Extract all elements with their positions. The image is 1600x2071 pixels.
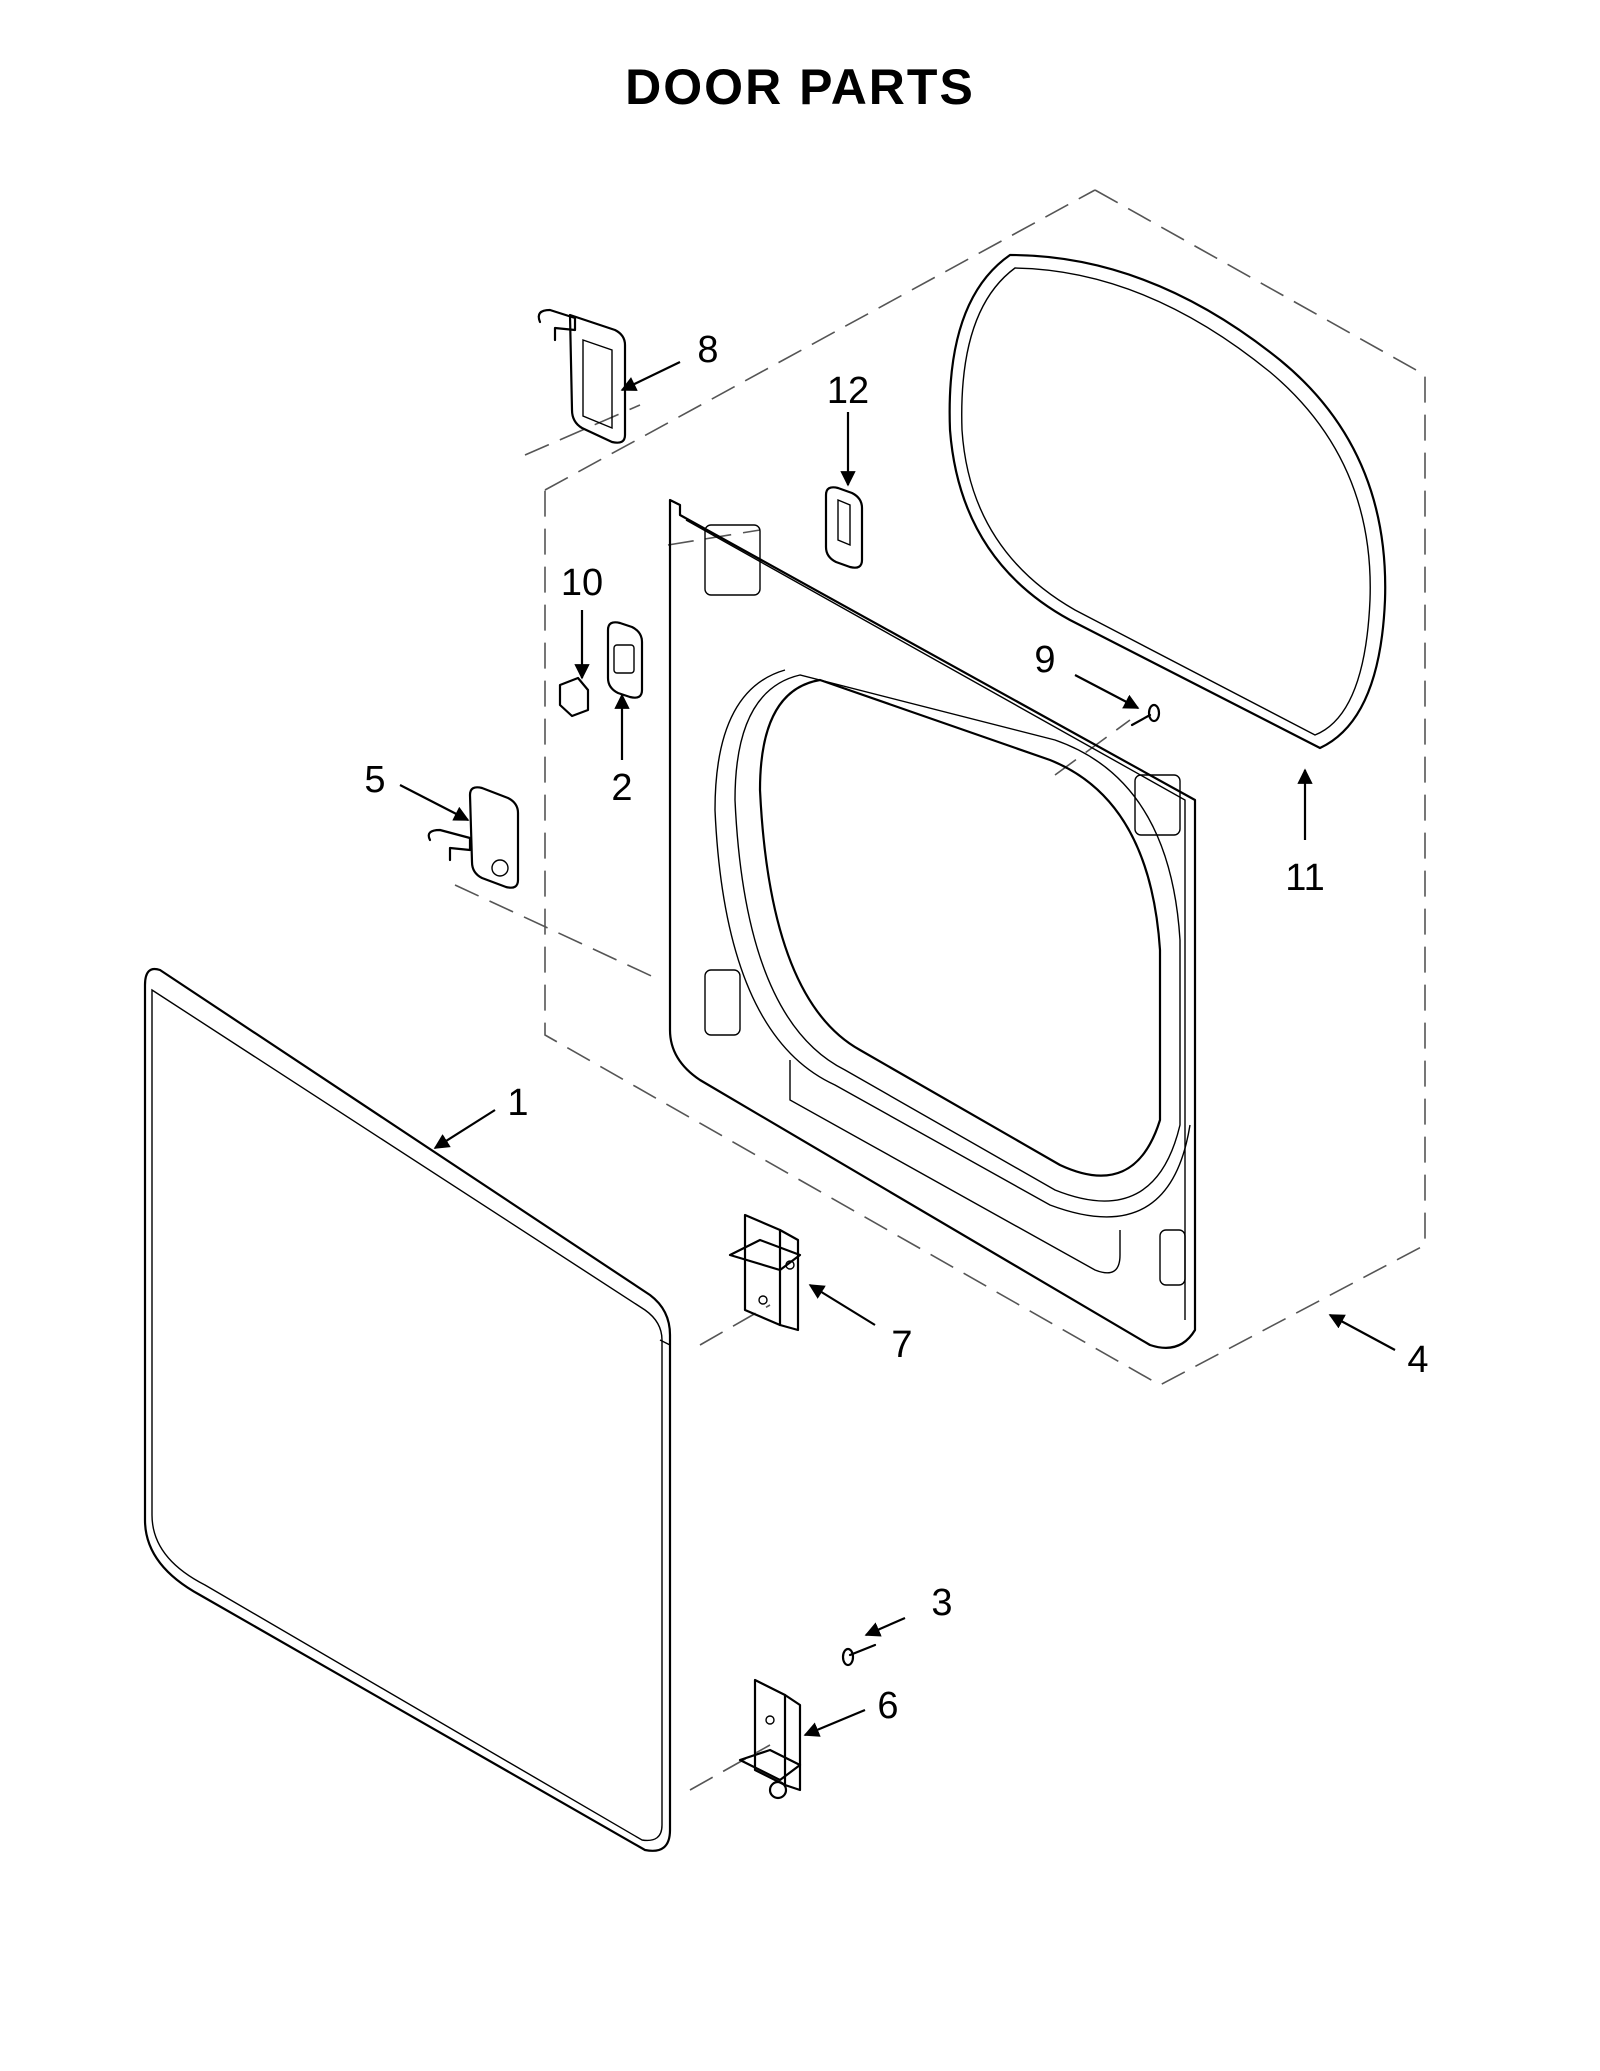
callout-2: 2 bbox=[611, 767, 632, 809]
leader-arrows bbox=[399, 361, 1396, 1737]
callout-4: 4 bbox=[1407, 1339, 1428, 1381]
callout-1: 1 bbox=[507, 1082, 528, 1124]
lower-hinge-bracket bbox=[427, 786, 520, 889]
callout-12: 12 bbox=[827, 370, 869, 412]
callout-10: 10 bbox=[561, 562, 603, 604]
callout-9: 9 bbox=[1034, 639, 1055, 681]
upper-hinge-bracket bbox=[537, 308, 627, 444]
callout-7: 7 bbox=[891, 1324, 912, 1366]
callout-6: 6 bbox=[877, 1685, 898, 1727]
latch bbox=[606, 621, 644, 699]
door-seal bbox=[948, 253, 1387, 750]
upper-hinge bbox=[728, 1213, 802, 1332]
inner-door-panel bbox=[668, 498, 1197, 1349]
screw-9 bbox=[1130, 703, 1161, 727]
callout-3: 3 bbox=[931, 1582, 952, 1624]
callout-8: 8 bbox=[697, 329, 718, 371]
callout-5: 5 bbox=[364, 759, 385, 801]
outer-door bbox=[143, 967, 672, 1852]
lower-hinge bbox=[738, 1678, 802, 1800]
strike bbox=[824, 486, 864, 569]
clip bbox=[558, 676, 590, 718]
screw-3 bbox=[841, 1643, 877, 1667]
diagram-title: DOOR PARTS bbox=[625, 59, 975, 115]
callout-11: 11 bbox=[1285, 857, 1324, 899]
assembly-outline bbox=[454, 189, 1426, 1791]
